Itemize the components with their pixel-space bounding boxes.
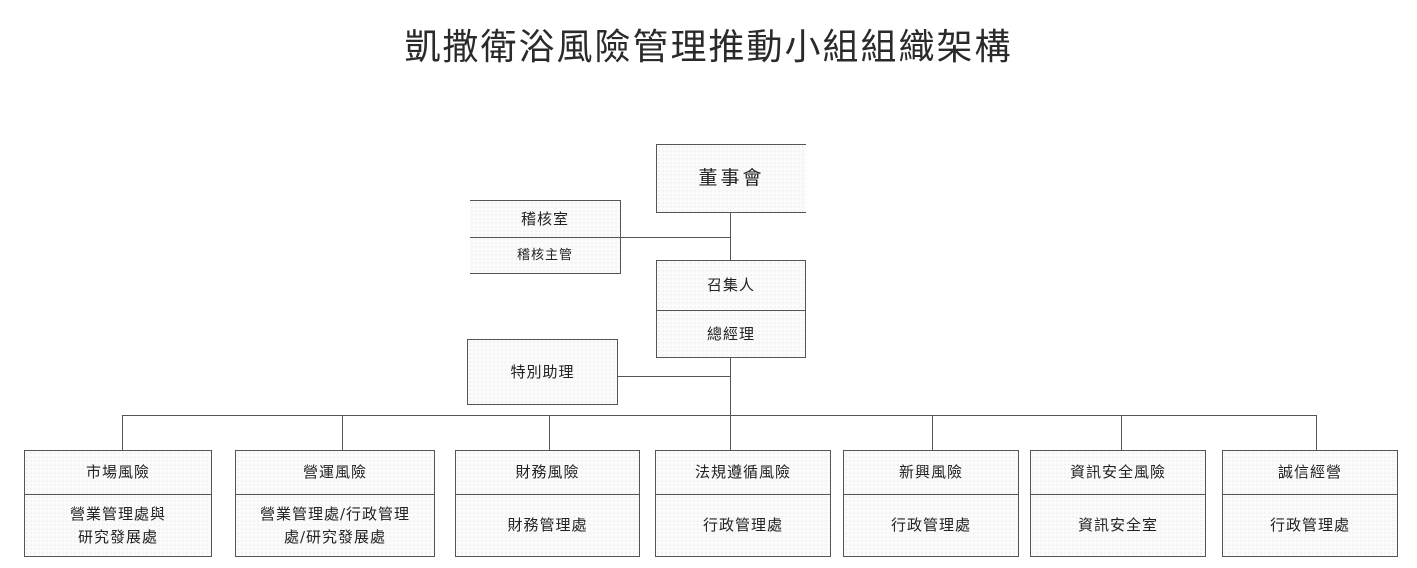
connector-assistant (618, 376, 731, 377)
convener-role: 召集人 (706, 276, 755, 294)
dept-unit-label: 財務管理處 (507, 516, 588, 534)
audit-box: 稽核室 稽核主管 (470, 200, 621, 274)
connector-dept-4 (730, 415, 731, 450)
dept-unit-label: 行政管理處 (1269, 516, 1350, 534)
audit-title: 稽核室 (520, 209, 569, 228)
connector-convener-trunk (730, 358, 731, 415)
assistant-label: 特別助理 (510, 362, 575, 381)
dept-financial-risk: 財務風險 財務管理處 (455, 450, 640, 557)
audit-head: 稽核主管 (516, 248, 573, 263)
dept-infosec-risk: 資訊安全風險 資訊安全室 (1030, 450, 1206, 557)
board-box: 董事會 (656, 144, 806, 213)
dept-emerging-risk: 新興風險 行政管理處 (843, 450, 1019, 557)
dept-compliance-risk: 法規遵循風險 行政管理處 (655, 450, 831, 557)
dept-divider (1223, 494, 1397, 495)
dept-divider (656, 494, 830, 495)
page-title: 凱撒衛浴風險管理推動小組組織架構 (404, 27, 1013, 68)
connector-dept-6 (1121, 415, 1122, 450)
connector-dept-2 (342, 415, 343, 450)
convener-box: 召集人 總經理 (656, 260, 806, 358)
dept-unit-label: 營業管理處與 研究發展處 (69, 504, 166, 546)
dept-risk-label: 市場風險 (85, 463, 150, 481)
connector-dept-5 (932, 415, 933, 450)
connector-dept-7 (1316, 415, 1317, 450)
convener-person: 總經理 (706, 324, 755, 343)
dept-unit-label: 行政管理處 (702, 516, 783, 534)
dept-unit-label: 營業管理處/行政管理 處/研究發展處 (259, 504, 411, 546)
dept-market-risk: 市場風險 營業管理處與 研究發展處 (24, 450, 212, 557)
board-label: 董事會 (698, 167, 765, 189)
dept-unit-label: 行政管理處 (890, 516, 971, 534)
dept-divider (25, 494, 211, 495)
dept-divider (236, 494, 434, 495)
dept-risk-label: 新興風險 (898, 463, 963, 481)
dept-divider (456, 494, 639, 495)
dept-risk-label: 誠信經營 (1277, 463, 1342, 481)
dept-integrity: 誠信經營 行政管理處 (1222, 450, 1398, 557)
dept-risk-label: 營運風險 (302, 463, 367, 481)
dept-divider (1031, 494, 1205, 495)
dept-operation-risk: 營運風險 營業管理處/行政管理 處/研究發展處 (235, 450, 435, 557)
dept-unit-label: 資訊安全室 (1077, 516, 1158, 534)
dept-divider (844, 494, 1018, 495)
connector-audit (620, 237, 731, 238)
connector-dept-3 (549, 415, 550, 450)
assistant-box: 特別助理 (467, 339, 618, 405)
connector-departments-bus (122, 415, 1316, 416)
dept-risk-label: 資訊安全風險 (1069, 463, 1166, 481)
dept-risk-label: 財務風險 (515, 463, 580, 481)
audit-divider (470, 237, 620, 238)
dept-risk-label: 法規遵循風險 (694, 463, 791, 481)
convener-divider (657, 310, 805, 311)
connector-board-convener (730, 212, 731, 260)
connector-dept-1 (122, 415, 123, 450)
